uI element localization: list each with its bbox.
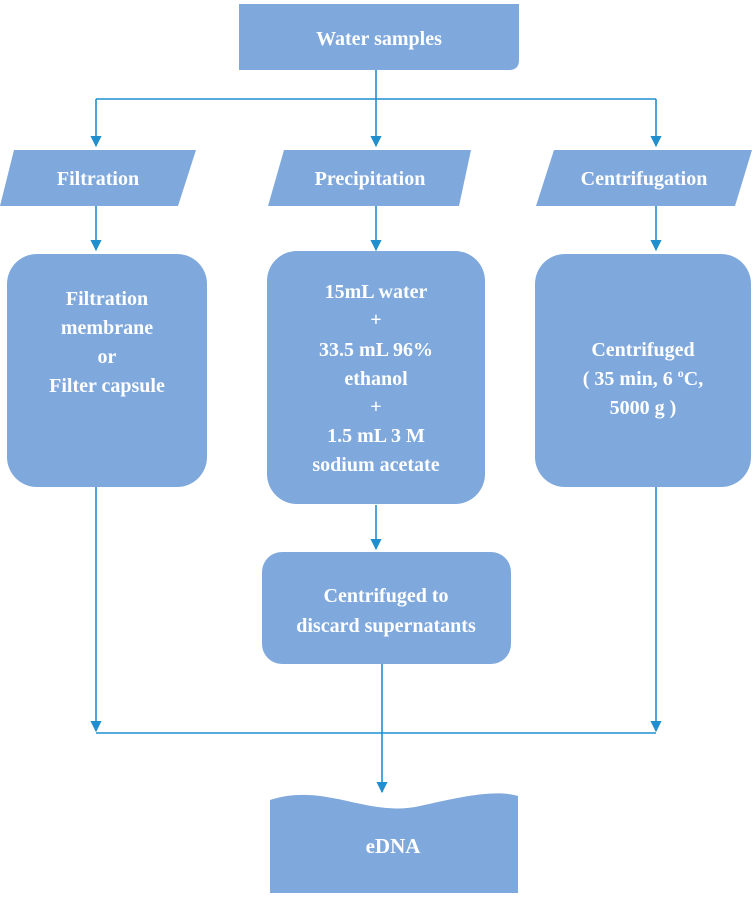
centrifugation-label: Centrifugation bbox=[581, 168, 708, 190]
precipitation-detail-line-5: + bbox=[370, 396, 381, 418]
filtration-detail-line-3: or bbox=[98, 346, 117, 368]
filtration-detail-node: Filtration membrane or Filter capsule bbox=[7, 254, 207, 487]
precipitation-detail-line-1: 15mL water bbox=[325, 281, 428, 303]
water-samples-node: Water samples bbox=[239, 4, 519, 70]
centrifugation-detail-line-1: Centrifuged bbox=[591, 339, 694, 361]
precipitation-detail-node: 15mL water + 33.5 mL 96% ethanol + 1.5 m… bbox=[267, 251, 485, 504]
precipitation-label: Precipitation bbox=[315, 168, 426, 190]
centrifugation-detail-node: Centrifuged ( 35 min, 6 oC, 5000 g ) bbox=[535, 254, 751, 487]
filtration-shape bbox=[0, 150, 196, 206]
filtration-detail-shape bbox=[7, 254, 207, 487]
degree-superscript: o bbox=[678, 366, 684, 380]
edna-node: eDNA bbox=[270, 793, 518, 893]
centrifugation-node: Centrifugation bbox=[536, 150, 752, 206]
precipitation-shape bbox=[268, 150, 471, 206]
discard-line-1: Centrifuged to bbox=[324, 585, 449, 607]
discard-shape bbox=[262, 552, 511, 664]
precipitation-detail-line-3: 33.5 mL 96% bbox=[319, 339, 433, 361]
precipitation-detail-line-6: 1.5 mL 3 M bbox=[327, 425, 425, 447]
edna-shape bbox=[270, 793, 518, 893]
precipitation-detail-line-7: sodium acetate bbox=[312, 454, 439, 476]
filtration-label: Filtration bbox=[57, 168, 139, 190]
filtration-detail-line-1: Filtration bbox=[66, 288, 148, 310]
connectors bbox=[90, 70, 662, 794]
centrifugation-shape bbox=[536, 150, 752, 206]
centrifugation-detail-shape bbox=[535, 254, 751, 487]
centrifugation-detail-line-2: ( 35 min, 6 oC, bbox=[583, 366, 703, 390]
centrifugation-detail-line-3: 5000 g ) bbox=[610, 397, 677, 419]
discard-node: Centrifuged to discard supernatants bbox=[262, 552, 511, 664]
discard-line-2: discard supernatants bbox=[296, 615, 476, 637]
water-samples-shape bbox=[239, 4, 519, 70]
precipitation-node: Precipitation bbox=[268, 150, 471, 206]
filtration-detail-line-4: Filter capsule bbox=[49, 375, 165, 397]
filtration-detail-line-2: membrane bbox=[61, 317, 153, 339]
filtration-node: Filtration bbox=[0, 150, 196, 206]
edna-label: eDNA bbox=[366, 834, 422, 858]
precipitation-detail-line-4: ethanol bbox=[344, 368, 408, 390]
precipitation-detail-shape bbox=[267, 251, 485, 504]
precipitation-detail-line-2: + bbox=[370, 309, 381, 331]
water-samples-label: Water samples bbox=[316, 28, 442, 50]
